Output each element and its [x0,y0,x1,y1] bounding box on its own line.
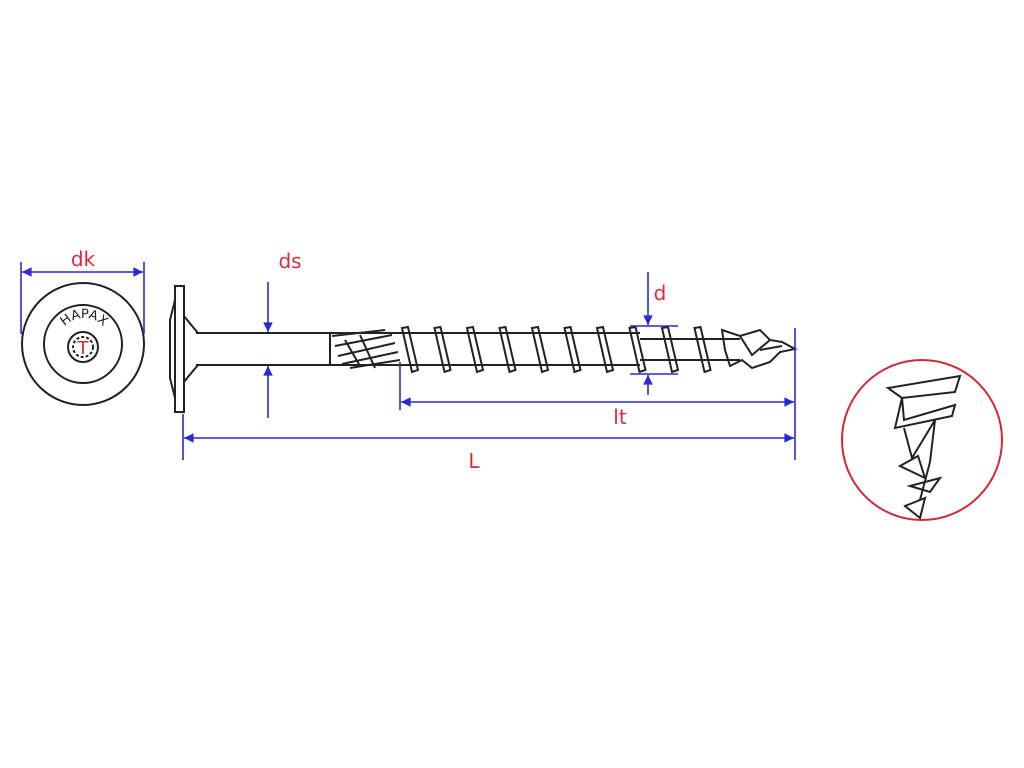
thread-turn [433,325,452,374]
dk-dimension: dk [20,247,145,334]
tip-detail-view [841,359,1003,521]
ds-dimension: ds [263,249,302,418]
thread-turn [595,325,615,374]
drive-mark: T [77,338,90,359]
thread-turn [563,325,582,374]
thread-turn [400,325,420,374]
head-top-view: HAPAX T [21,282,145,406]
ds-label: ds [278,249,301,273]
dk-label: dk [71,247,96,271]
torx-drive-icon [67,331,99,363]
brand-text: HAPAX [58,307,111,330]
thread-turn [465,325,485,374]
d-dimension: d [630,272,678,395]
thread-turn [693,325,712,374]
length-dimensions: lt L [182,328,796,473]
d-label: d [654,281,667,305]
screw-side-view [169,285,798,413]
thread-turn [660,325,680,374]
L-label: L [468,449,480,473]
thread-turn [498,325,517,374]
lt-label: lt [613,405,627,429]
thread-turn [628,325,647,374]
thread-turns [400,325,712,374]
thread-turn [530,325,550,374]
